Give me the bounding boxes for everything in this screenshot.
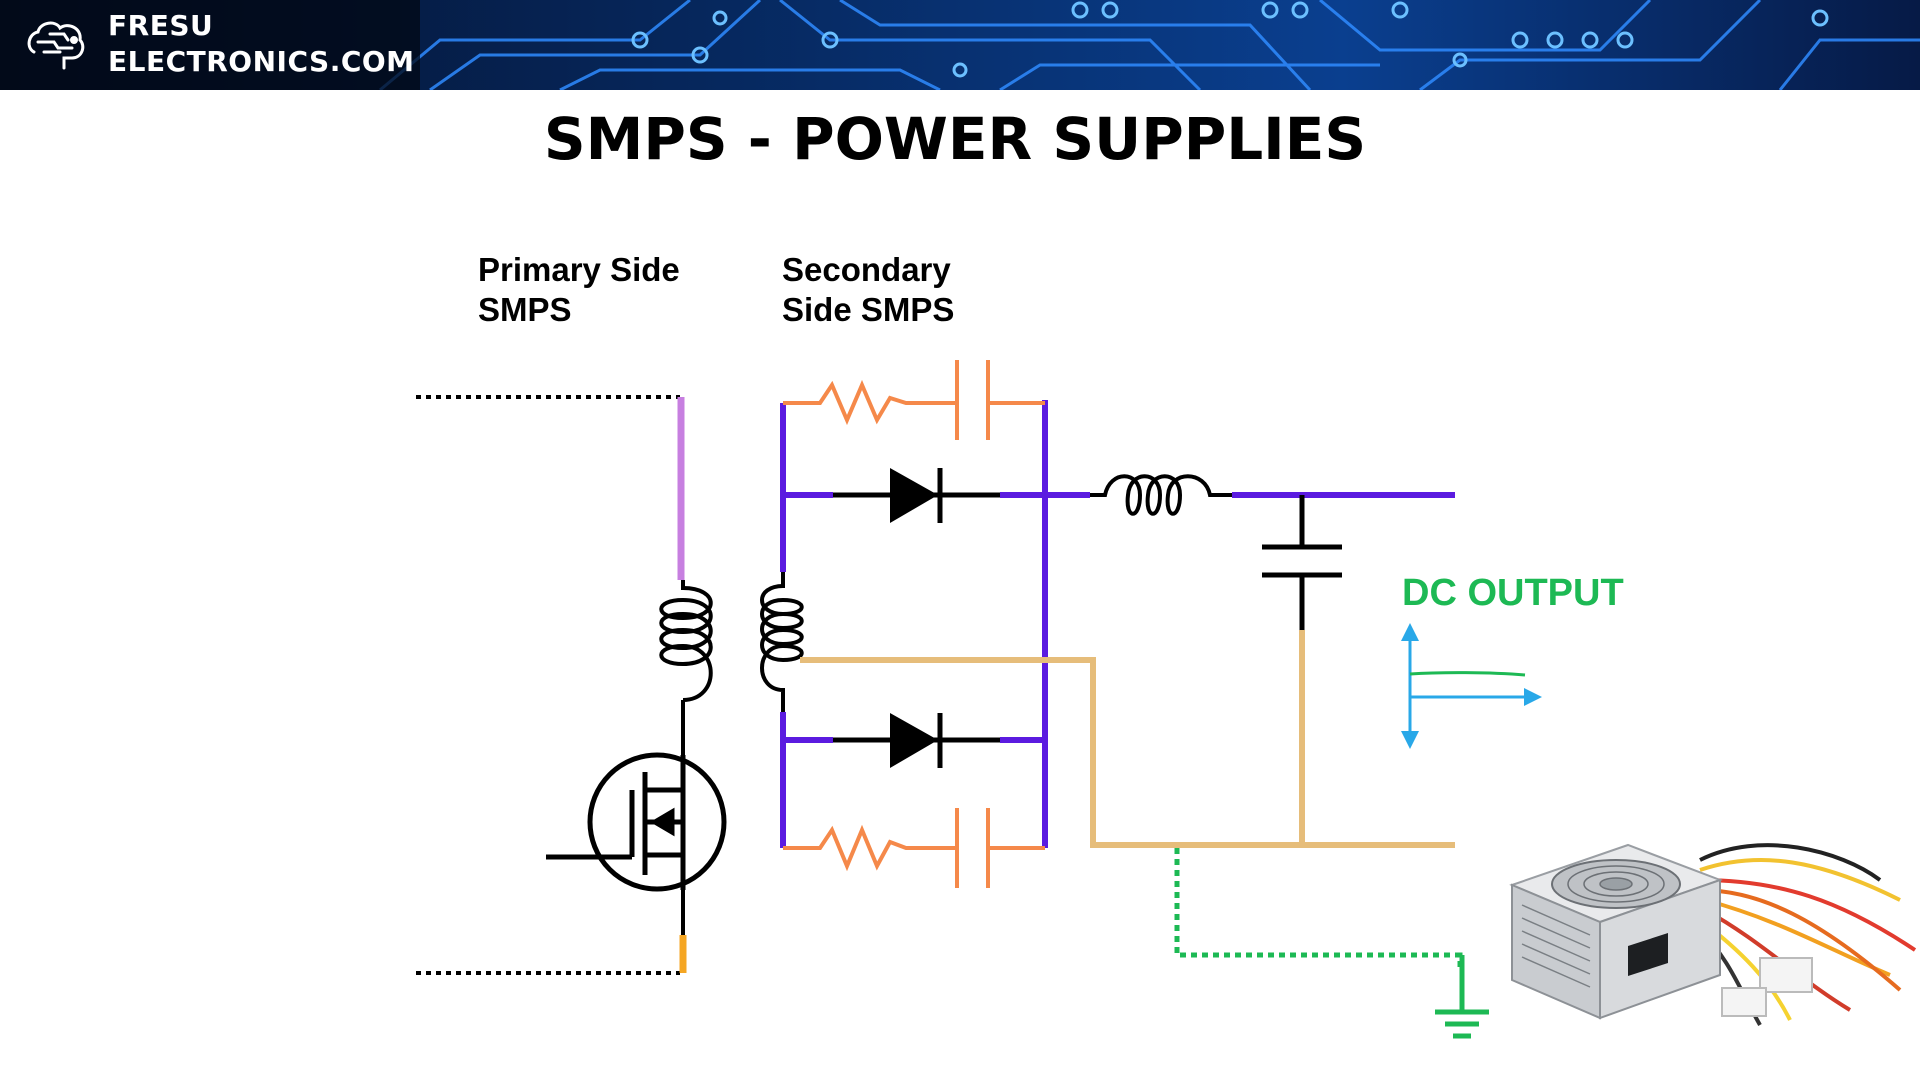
- secondary-side-label: Secondary Side SMPS: [782, 250, 1022, 330]
- primary-side-label-line2: SMPS: [478, 291, 572, 328]
- inductor-icon: [760, 570, 804, 712]
- return-wiring: [800, 630, 1455, 848]
- brand-name-line2: ELECTRONICS.COM: [108, 45, 415, 78]
- inductor-icon: [1090, 474, 1232, 516]
- ground-dotted-wire: [1174, 848, 1463, 968]
- diode-icon: [833, 713, 1000, 768]
- page-title: SMPS - POWER SUPPLIES: [543, 105, 1367, 173]
- ground-icon: [1435, 955, 1489, 1039]
- primary-side-label-line1: Primary Side: [478, 251, 680, 288]
- snubber-top: [783, 360, 1045, 440]
- snubber-bottom: [783, 808, 1045, 888]
- circuit-board-background: [0, 0, 1920, 90]
- capacitor-icon: [1262, 495, 1342, 630]
- diode-icon: [833, 468, 1000, 523]
- secondary-side-label-line1: Secondary: [782, 251, 951, 288]
- dc-output-label: DC OUTPUT: [1402, 572, 1624, 614]
- brand-name-line1: FRESU: [108, 9, 214, 42]
- secondary-wiring: [780, 400, 1455, 848]
- brain-circuit-icon: [27, 21, 85, 70]
- header-banner: FRESU ELECTRONICS.COM: [0, 0, 1920, 90]
- dc-output-graph: [1401, 623, 1542, 749]
- primary-side-label: Primary Side SMPS: [478, 250, 738, 330]
- mosfet-icon: [546, 752, 727, 892]
- power-supply-unit-icon: [1509, 843, 1917, 1026]
- inductor-icon: [659, 586, 713, 702]
- secondary-side-label-line2: Side SMPS: [782, 291, 955, 328]
